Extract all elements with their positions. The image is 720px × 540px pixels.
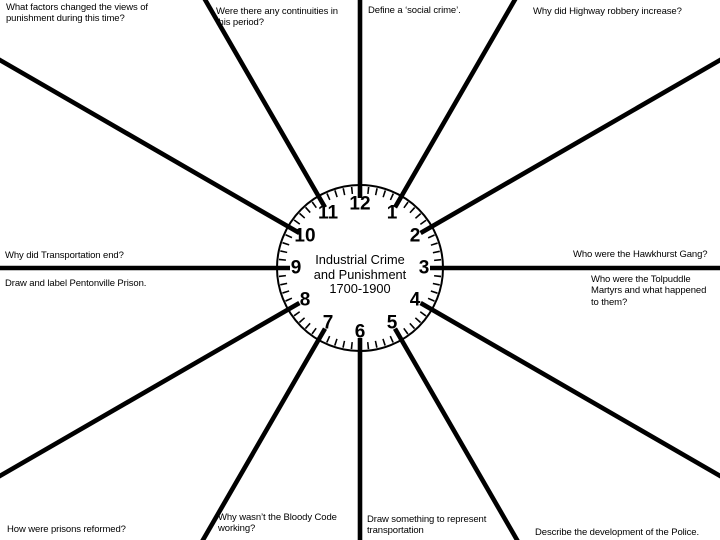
clock-number-9: 9 [291, 258, 302, 279]
spoke-line-4 [419, 301, 720, 479]
question-police-development: Describe the development of the Police. [535, 527, 700, 538]
clock-tick-marks [278, 186, 442, 350]
clock-number-6: 6 [355, 322, 366, 343]
clock-number-10: 10 [294, 226, 315, 247]
question-tolpuddle-martyrs: Who were the Tolpuddle Martyrs and what … [591, 274, 707, 308]
question-views-of-punishment: What factors changed the views of punish… [6, 2, 148, 25]
clock-number-2: 2 [410, 226, 421, 247]
question-pentonville: Draw and label Pentonville Prison. [5, 278, 147, 289]
spoke-line-2 [419, 57, 720, 235]
question-represent-transportation: Draw something to represent transportati… [367, 514, 487, 537]
question-hawkhurst-gang: Who were the Hawkhurst Gang? [573, 249, 708, 260]
clock-number-12: 12 [349, 194, 370, 215]
clock-title-line2: and Punishment [314, 267, 407, 282]
question-transportation-end: Why did Transportation end? [5, 250, 124, 261]
clock-numbers: 1 2 3 4 5 6 7 8 9 10 11 12 [291, 194, 430, 343]
spoke-line-11 [202, 0, 327, 209]
spoke-line-10 [0, 57, 301, 235]
question-social-crime: Define a ‘social crime’. [368, 5, 461, 16]
clock-number-11: 11 [318, 203, 339, 224]
question-highway-robbery: Why did Highway robbery increase? [533, 6, 682, 17]
spoke-line-5 [393, 327, 520, 540]
question-prisons-reformed: How were prisons reformed? [7, 524, 126, 535]
clock-number-1: 1 [387, 203, 398, 224]
clock-number-8: 8 [300, 290, 311, 311]
clock-number-7: 7 [323, 313, 334, 334]
clock-title: Industrial Crime and Punishment 1700-190… [314, 252, 407, 296]
question-bloody-code: Why wasn’t the Bloody Code working? [218, 512, 337, 535]
clock-title-line1: Industrial Crime [315, 252, 405, 267]
clock-number-4: 4 [410, 290, 421, 311]
spoke-line-1 [393, 0, 518, 209]
question-continuities: Were there any continuities in this peri… [216, 6, 338, 29]
spoke-line-7 [200, 327, 327, 540]
clock-number-5: 5 [387, 313, 398, 334]
clock-title-line3: 1700-1900 [329, 281, 390, 296]
clock-number-3: 3 [419, 258, 430, 279]
spoke-line-8 [0, 301, 301, 479]
